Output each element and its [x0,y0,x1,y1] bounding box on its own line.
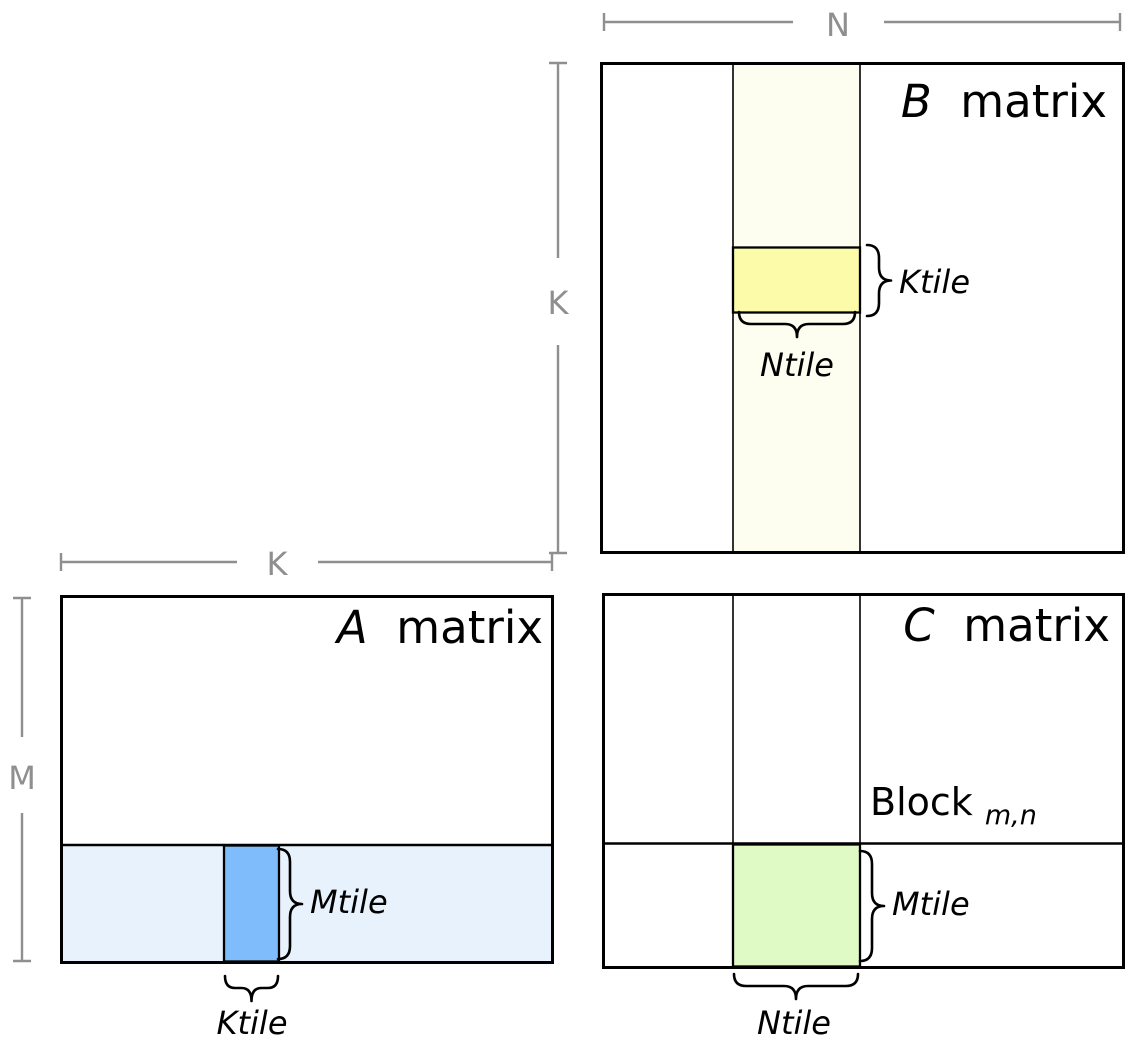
a-row-strip [63,845,551,961]
c-matrix-box [602,593,1125,969]
c-matrix-title: C matrix [903,599,1110,652]
c-ntile-brace [732,972,860,1001]
b-matrix-box [600,62,1125,554]
b-ntile-brace [737,310,857,339]
dimension-label-m: M [8,759,36,797]
a-matrix-title: A matrix [334,601,543,654]
dimension-line-k-a [59,553,554,571]
c-block-label-subscript: m,n [985,800,1037,831]
b-matrix-group: N K Ktile Ntile B matrix [548,6,1125,555]
c-ntile-label: Ntile [757,1004,831,1042]
b-ntile-label: Ntile [760,346,834,384]
dimension-line-m [13,596,31,963]
b-matrix-title-letter: B [901,75,932,128]
a-mtile-tile [222,844,281,963]
a-matrix-title-rest: matrix [382,601,543,654]
a-matrix-title-letter: A [334,601,368,654]
b-ktile-label: Ktile [899,263,970,301]
c-matrix-title-rest: matrix [949,599,1110,652]
dimension-label-k-a: K [267,545,289,583]
dimension-line-n [602,13,1122,31]
dimension-label-n: N [826,6,850,44]
c-mtile-brace [858,849,886,963]
dimension-label-k-b: K [548,284,570,322]
a-ktile-brace [223,974,280,1003]
c-block-label-word: Block [870,780,973,824]
c-mtile-label: Mtile [892,885,970,923]
c-block-tile [731,843,862,968]
b-matrix-title: B matrix [901,75,1107,128]
b-ktile-brace [865,243,893,318]
b-ktile-tile [731,246,862,314]
c-matrix-title-letter: C [903,599,935,652]
a-ktile-label: Ktile [217,1004,288,1042]
a-matrix-group: K M Mtile Ktile A matrix [8,545,554,1042]
c-matrix-group: Block m,n Mtile Ntile C matrix [602,593,1125,1042]
c-block-label: Block m,n [870,780,1037,831]
b-matrix-title-rest: matrix [946,75,1107,128]
a-mtile-brace [276,847,304,961]
dimension-line-k-b [549,61,567,555]
a-mtile-label: Mtile [310,883,388,921]
